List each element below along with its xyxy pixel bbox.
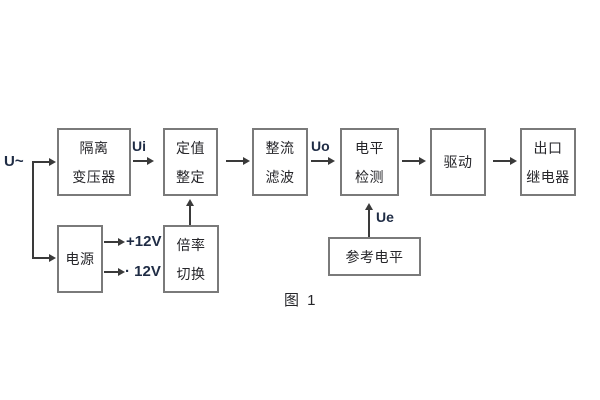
connector-reference-to-level-line — [368, 210, 370, 237]
arrowhead-transformer-to-setpoint — [147, 157, 154, 165]
arrowhead-level-to-drive — [419, 157, 426, 165]
signal-label-ue: Ue — [376, 209, 394, 225]
block-label: 驱动 — [443, 154, 473, 170]
block-label: 电源 — [65, 251, 95, 267]
connector-power-negative-line — [104, 271, 118, 273]
arrowhead-input-to-transformer — [49, 158, 56, 166]
connector-multiplier-to-setpoint-line — [189, 206, 191, 225]
connector-power-positive-line — [104, 241, 118, 243]
connector-level-to-drive-line — [402, 160, 419, 162]
block-label: 定值 — [176, 139, 205, 156]
arrowhead-multiplier-to-setpoint — [186, 199, 194, 206]
signal-label-uo: Uo — [311, 138, 330, 154]
block-setpoint-setting: 定值 整定 — [163, 128, 218, 196]
figure-caption: 图 1 — [284, 292, 318, 309]
block-label: 变压器 — [72, 168, 116, 185]
connector-setpoint-to-rectifier-line — [226, 160, 243, 162]
arrowhead-rectifier-to-level — [328, 157, 335, 165]
signal-label-input: U~ — [4, 153, 24, 170]
block-label: 电平 — [355, 139, 384, 156]
block-label: 检测 — [355, 168, 384, 185]
block-rectifier-filter: 整流 滤波 — [252, 128, 308, 196]
block-output-relay: 出口 继电器 — [520, 128, 576, 196]
block-drive: 驱动 — [430, 128, 486, 196]
block-isolation-transformer: 隔离 变压器 — [57, 128, 131, 196]
arrowhead-setpoint-to-rectifier — [243, 157, 250, 165]
block-label: 隔离 — [79, 139, 109, 156]
connector-input-to-power-line — [32, 257, 49, 259]
signal-label-plus12v: +12V — [126, 233, 162, 250]
connector-drive-to-relay-line — [493, 160, 510, 162]
connector-input-to-transformer-line — [32, 161, 49, 163]
connector-transformer-to-setpoint-line — [133, 160, 147, 162]
block-label: 倍率 — [176, 236, 206, 253]
block-power-supply: 电源 — [57, 225, 103, 293]
block-label: 滤波 — [265, 168, 295, 185]
block-level-detection: 电平 检测 — [340, 128, 399, 196]
arrowhead-drive-to-relay — [510, 157, 517, 165]
arrowhead-power-positive — [118, 238, 125, 246]
block-reference-level: 参考电平 — [328, 237, 421, 276]
signal-label-ui: Ui — [132, 138, 146, 154]
block-label: 参考电平 — [345, 248, 404, 265]
block-label: 出口 — [533, 139, 563, 156]
block-label: 整流 — [265, 139, 295, 156]
arrowhead-power-negative — [118, 268, 125, 276]
signal-label-minus12v: · 12V — [125, 263, 161, 280]
block-label: 继电器 — [526, 168, 570, 185]
block-multiplier-switch: 倍率 切换 — [163, 225, 219, 293]
block-label: 整定 — [176, 168, 205, 185]
block-label: 切换 — [176, 265, 206, 282]
connector-rectifier-to-level-line — [311, 160, 328, 162]
arrowhead-input-to-power — [49, 254, 56, 262]
arrowhead-reference-to-level — [365, 203, 373, 210]
connector-input-trunk-line — [32, 162, 34, 259]
